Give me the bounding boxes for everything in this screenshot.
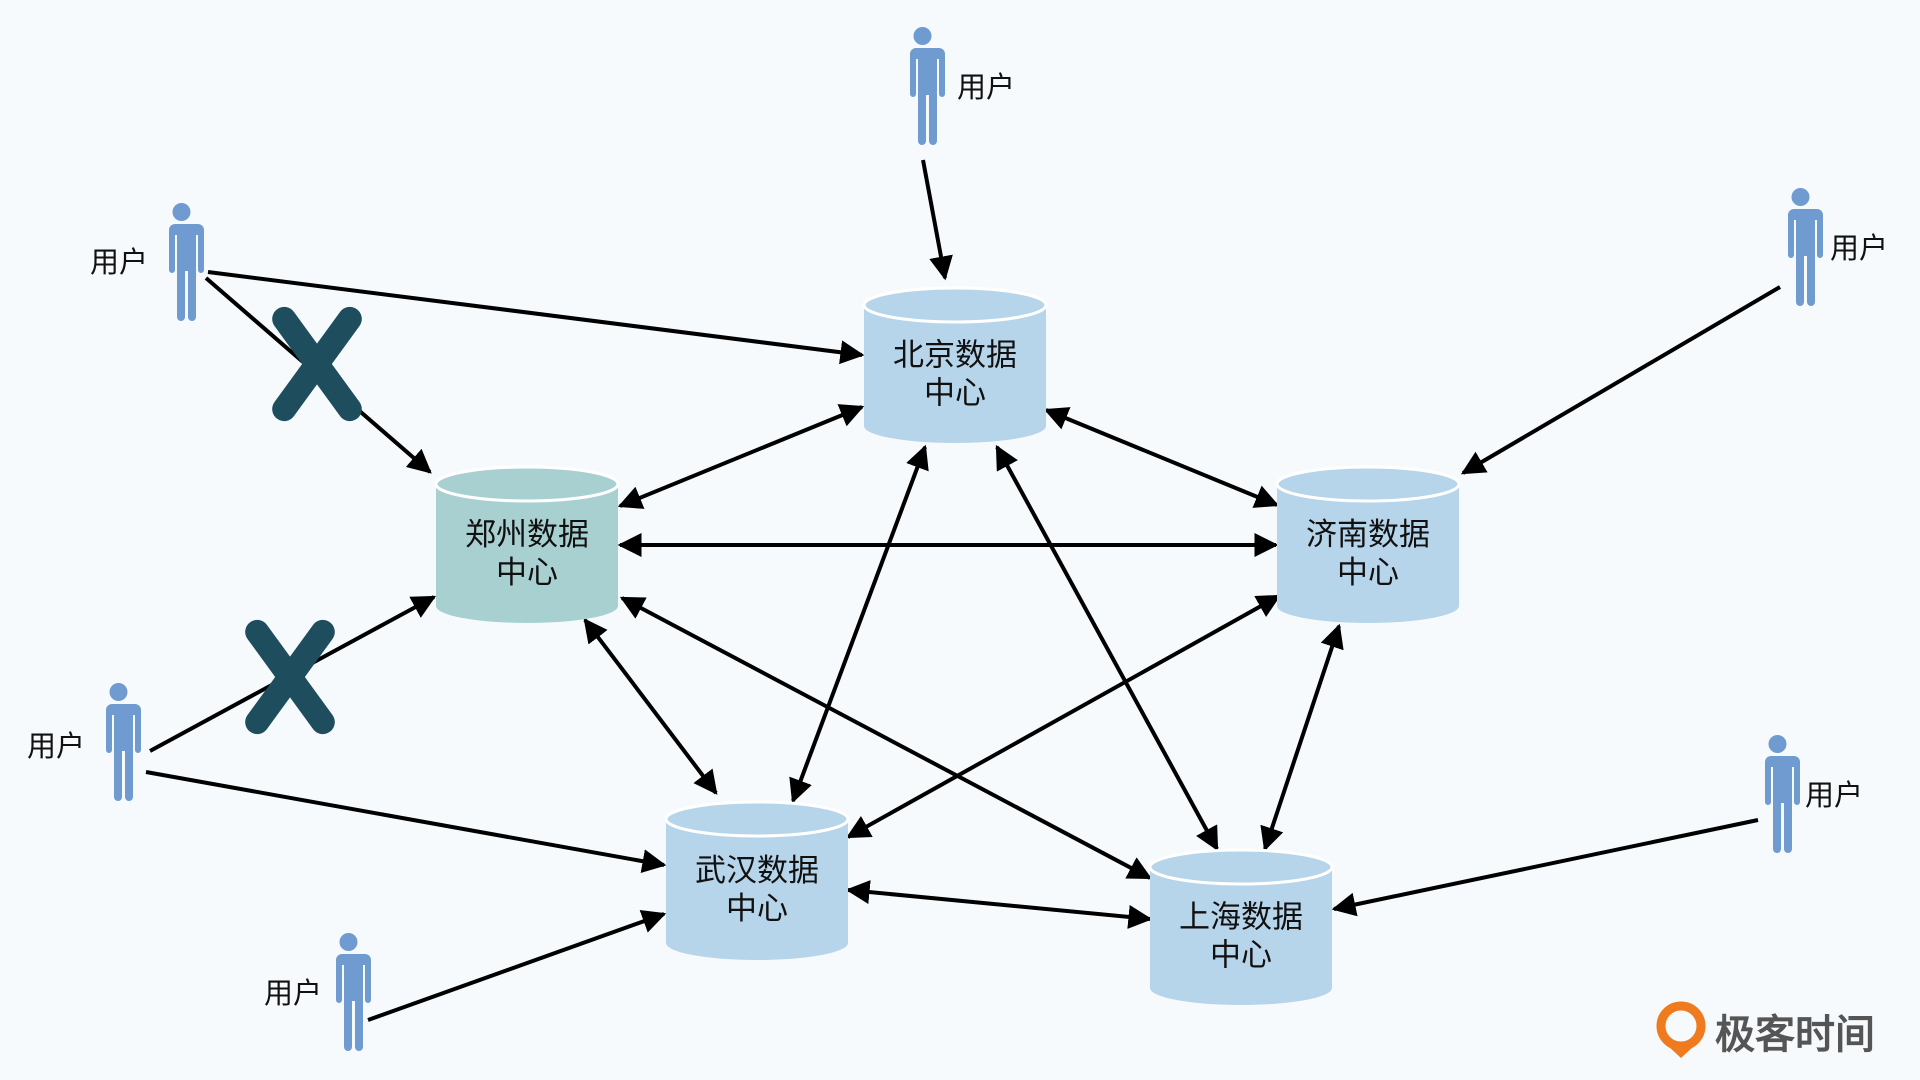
user-icon [332,933,371,1051]
cylinder-body [436,484,618,623]
cylinder-top [862,286,1048,324]
user-label: 用户 [27,729,85,763]
user-icon [1761,735,1800,853]
links-layer [145,159,1782,1022]
user-right-top: 用户 [1784,188,1888,306]
link-arrow-zhengzhou-wuhan [583,618,718,795]
user-label: 用户 [264,976,322,1010]
link-arrow-beijing-jinan [1043,407,1280,508]
cylinder-body [1277,484,1459,623]
cylinder-top [434,465,620,503]
user-icon [102,683,141,801]
datacenter-label-line1: 北京数据 [893,338,1017,374]
link-arrow-user-left-mid-wuhan [145,770,667,873]
link-arrow-jinan-shanghai [1260,623,1344,852]
user-icon [165,203,204,321]
user-label: 用户 [90,245,148,279]
link-arrow-zhengzhou-beijing [617,404,865,509]
logo: 极客时间 [1656,1001,1875,1058]
link-arrow-wuhan-shanghai [845,880,1153,929]
crosses-layer [245,306,362,735]
user-top: 用户 [906,27,1015,145]
datacenter-label-line2: 中心 [496,555,558,591]
user-icon [1784,188,1823,306]
cylinder-body [1150,867,1332,1005]
link-arrow-jinan-wuhan [845,594,1282,839]
datacenter-label-line2: 中心 [726,891,788,927]
datacenter-label-line2: 中心 [1337,555,1399,591]
user-bottom: 用户 [264,933,371,1051]
datacenter-label-line1: 上海数据 [1179,900,1303,936]
cylinder-body [666,819,848,960]
link-arrow-user-left-top-beijing [207,270,865,365]
link-arrow-user-right-top-jinan [1460,285,1782,475]
cylinder-top [1148,848,1334,886]
link-arrow-user-top-beijing [921,159,953,281]
user-left-top: 用户 [90,203,204,321]
user-left-mid: 用户 [27,683,141,801]
datacenter-label-line2: 中心 [1210,938,1272,974]
blocked-cross-icon [272,306,362,422]
link-arrow-user-right-bottom-shanghai [1331,818,1759,917]
blocked-cross-icon [245,619,335,735]
datacenter-label-line1: 济南数据 [1306,517,1430,553]
link-arrow-user-bottom-wuhan [367,909,667,1022]
logo-text: 极客时间 [1715,1012,1875,1058]
cylinder-top [1275,465,1461,503]
user-right-bottom: 用户 [1761,735,1863,853]
datacenter-label-line1: 武汉数据 [695,853,819,889]
user-label: 用户 [957,70,1015,104]
datacenter-label-line2: 中心 [924,376,986,412]
cylinder-body [864,305,1046,443]
user-icon [906,27,945,145]
user-label: 用户 [1805,778,1863,812]
user-label: 用户 [1830,231,1888,265]
datacenters-layer: 北京数据中心郑州数据中心济南数据中心武汉数据中心上海数据中心 [434,286,1461,1005]
cylinder-top [664,800,850,838]
datacenter-label-line1: 郑州数据 [465,517,589,553]
logo-icon [1656,1001,1706,1058]
